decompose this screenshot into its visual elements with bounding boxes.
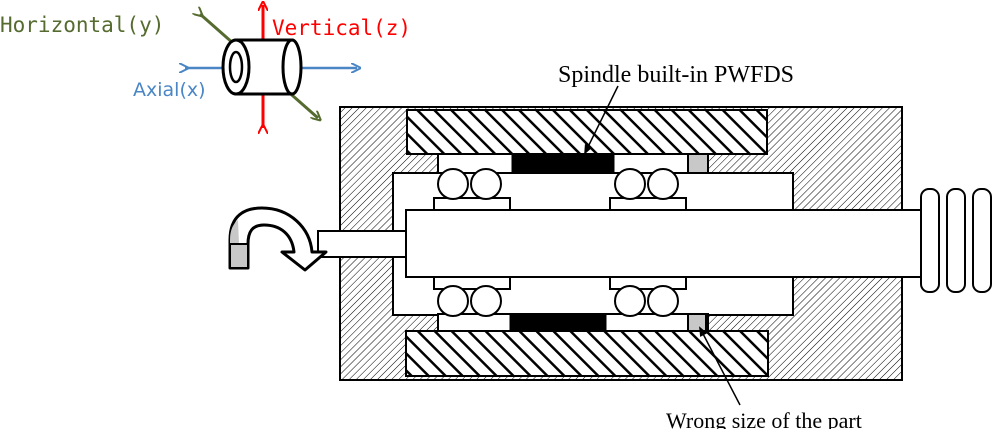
spindle-assembly xyxy=(317,106,992,381)
axial-axis-label: Axial(x) xyxy=(133,79,206,101)
bottom-bearing-left xyxy=(433,276,511,317)
horizontal-axis-label: Horizontal(y) xyxy=(0,13,164,37)
top-bearing-left xyxy=(433,168,511,211)
top-sensor-strip xyxy=(511,153,615,174)
defect-leader-line xyxy=(699,326,741,406)
shaft-stub-left xyxy=(317,230,409,258)
top-bearing-right xyxy=(609,168,687,211)
vertical-axis-label: Vertical(z) xyxy=(272,16,411,40)
curved-rotation-arrow-icon xyxy=(228,206,328,272)
defect-annotation: Wrong size of the part xyxy=(666,326,862,429)
bottom-sensor-strip xyxy=(509,313,607,332)
sensor-label: Spindle built-in PWFDS xyxy=(558,62,794,88)
top-spacer-gray xyxy=(687,153,709,174)
cylinder-sensor-icon xyxy=(221,38,303,96)
defect-label: Wrong size of the part xyxy=(666,408,862,429)
sensor-annotation: Spindle built-in PWFDS xyxy=(558,62,794,155)
defect-spacer-gray xyxy=(687,313,707,332)
main-shaft xyxy=(405,209,932,278)
sensor-leader-line xyxy=(584,85,619,155)
shaft-collars xyxy=(920,188,992,293)
axis-legend: Horizontal(y) Vertical(z) Axial(x) xyxy=(0,5,411,128)
